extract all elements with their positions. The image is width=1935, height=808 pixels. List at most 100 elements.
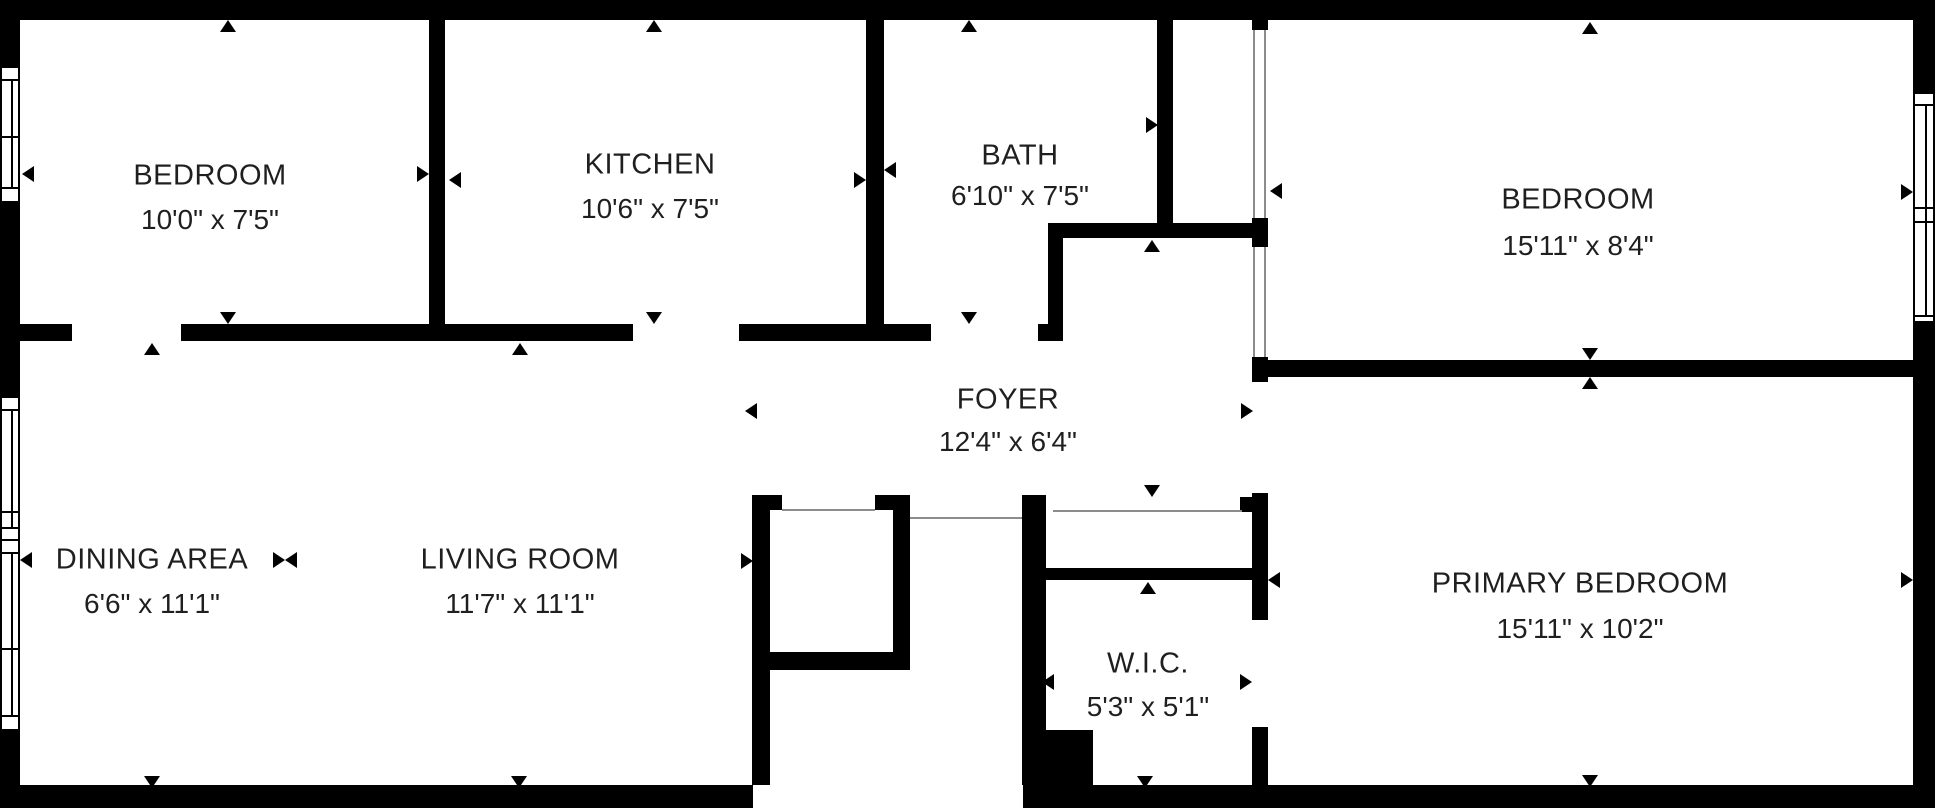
dimension-arrow-primary-left-icon xyxy=(1268,572,1280,588)
wall-band-bath-end xyxy=(1038,324,1063,341)
dimension-arrow-kitchen-top-icon xyxy=(646,20,662,32)
dimension-arrow-wic-right-icon xyxy=(1240,674,1252,690)
window-dining-upper-icon xyxy=(0,396,20,541)
wall-kitchen-bath xyxy=(866,20,884,341)
dimension-arrow-primary-right-icon xyxy=(1901,572,1913,588)
wall-wic-chase-block xyxy=(1022,730,1093,785)
room-dims-kitchen: 10'6" x 7'5" xyxy=(581,193,719,224)
dimension-arrow-dining-bottom-icon xyxy=(144,776,160,788)
dimension-arrow-kitchen-right-icon xyxy=(854,172,866,188)
dimension-arrow-bedroom1-bottom-icon xyxy=(220,312,236,324)
room-label-dining-area: DINING AREA xyxy=(55,543,249,576)
dimension-arrow-bedroom2-left-icon xyxy=(1270,183,1282,199)
dimension-arrow-foyer-top-icon xyxy=(1144,240,1160,252)
dimension-arrow-foyer-right-icon xyxy=(1241,403,1253,419)
window-rail xyxy=(2,136,18,138)
room-dims-living-room: 11'7" x 11'1" xyxy=(445,588,595,619)
dimension-arrow-kitchen-bottom-icon xyxy=(646,312,662,324)
wall-band-kitchen-bath xyxy=(739,324,931,341)
window-bedroom1-left-icon xyxy=(0,66,20,203)
dimension-arrow-wic-top-icon xyxy=(1140,582,1156,594)
window-rail xyxy=(1915,207,1933,209)
wall-wic-left xyxy=(1022,495,1046,730)
room-dims-bedroom-2: 15'11" x 8'4" xyxy=(1502,230,1654,261)
wall-band-left xyxy=(20,324,72,341)
room-label-bedroom-1: BEDROOM xyxy=(133,159,287,192)
room-label-primary-bedroom: PRIMARY BEDROOM xyxy=(1431,567,1729,600)
window-rail xyxy=(1915,315,1933,317)
room-label-bath: BATH xyxy=(981,139,1059,172)
opening-line-closet-open-upper-a xyxy=(1253,30,1255,218)
dimension-arrow-bedroom2-top-icon xyxy=(1582,22,1598,34)
dimension-arrow-foyer-bottom-icon xyxy=(1144,485,1160,497)
room-dims-foyer: 12'4" x 6'4" xyxy=(939,426,1077,457)
room-dims-dining-area: 6'6" x 11'1" xyxy=(84,588,220,619)
room-dims-bath: 6'10" x 7'5" xyxy=(951,180,1089,211)
dimension-arrow-dining-living-div-icon xyxy=(285,552,297,568)
window-glass-line xyxy=(11,409,13,527)
opening-line-stair-opening xyxy=(782,509,875,511)
window-rail xyxy=(2,552,18,554)
wall-stair-bottom xyxy=(752,652,910,670)
window-rail xyxy=(1915,221,1933,223)
dimension-arrow-wic-left-icon xyxy=(1042,674,1054,690)
dimension-arrow-bedroom2-bottom-icon xyxy=(1582,348,1598,360)
window-rail xyxy=(2,648,18,650)
wall-stair-stub-right xyxy=(875,495,910,510)
opening-line-hall-opening xyxy=(910,517,1022,519)
window-rail xyxy=(2,409,18,411)
dimension-arrow-living-left-div-icon xyxy=(273,552,285,568)
wall-stair-right xyxy=(893,495,910,670)
wall-bedroom1-kitchen xyxy=(429,20,445,341)
dimension-arrow-bath-right-icon xyxy=(1146,117,1158,133)
opening-line-closet-open-lower-a xyxy=(1253,247,1255,357)
window-rail xyxy=(1915,104,1933,106)
wall-wic-top xyxy=(1042,568,1268,580)
dimension-arrow-bath-top-icon xyxy=(961,20,977,32)
opening-line-alcove-opening xyxy=(1053,510,1242,512)
dimension-arrow-wic-bottom-icon xyxy=(1137,776,1153,788)
room-label-kitchen: KITCHEN xyxy=(584,148,716,181)
wall-entry-wall-upper xyxy=(1252,493,1268,620)
wall-entry-wall-stub xyxy=(1240,497,1252,512)
dimension-arrow-bath-bottom-icon xyxy=(961,312,977,324)
window-glass-line xyxy=(11,552,13,715)
wall-primary-top xyxy=(1252,360,1913,377)
window-dining-lower-icon xyxy=(0,539,20,731)
wall-stair-stub-left xyxy=(752,495,782,510)
room-label-bedroom-2: BEDROOM xyxy=(1501,183,1655,216)
opening-line-closet-open-upper-b xyxy=(1264,30,1266,218)
dimension-arrow-dining-left-icon xyxy=(20,552,32,568)
dimension-arrow-living-bottom-icon xyxy=(511,776,527,788)
window-rail xyxy=(2,79,18,81)
wall-stair-left xyxy=(752,495,770,785)
wall-bath-step-vertical xyxy=(1048,238,1063,324)
room-label-foyer: FOYER xyxy=(956,383,1060,416)
dimension-arrow-kitchen-left-icon xyxy=(449,172,461,188)
opening-line-closet-open-lower-b xyxy=(1264,247,1266,357)
room-dims-primary-bedroom: 15'11" x 10'2" xyxy=(1496,613,1664,644)
wall-bath-closet xyxy=(1157,20,1173,238)
dimension-arrow-primary-top-icon xyxy=(1582,377,1598,389)
dimension-arrow-bedroom1-top-icon xyxy=(220,20,236,32)
wall-entry-wall-lower xyxy=(1252,727,1268,785)
wall-exterior-bottom-left xyxy=(0,785,753,808)
wall-closet-stub-top xyxy=(1252,20,1268,30)
room-dims-bedroom-1: 10'0" x 7'5" xyxy=(141,204,279,235)
wall-exterior-top xyxy=(0,0,1935,20)
dimension-arrow-primary-bottom-icon xyxy=(1582,775,1598,787)
wall-band-bedroom-kitchen xyxy=(181,324,633,341)
dimension-arrow-dining-top-icon xyxy=(144,343,160,355)
window-rail xyxy=(2,511,18,513)
window-glass-line xyxy=(11,79,13,187)
dimension-arrow-bedroom1-right-icon xyxy=(417,166,429,182)
window-bedroom2-right-icon xyxy=(1913,92,1935,323)
dimension-arrow-foyer-left-icon xyxy=(745,403,757,419)
window-glass-line xyxy=(1925,104,1927,315)
dimension-arrow-living-right-icon xyxy=(741,553,753,569)
dimension-arrow-living-top-icon xyxy=(512,343,528,355)
window-rail xyxy=(2,527,18,529)
wall-bath-bottom xyxy=(1048,223,1268,238)
window-rail xyxy=(2,715,18,717)
